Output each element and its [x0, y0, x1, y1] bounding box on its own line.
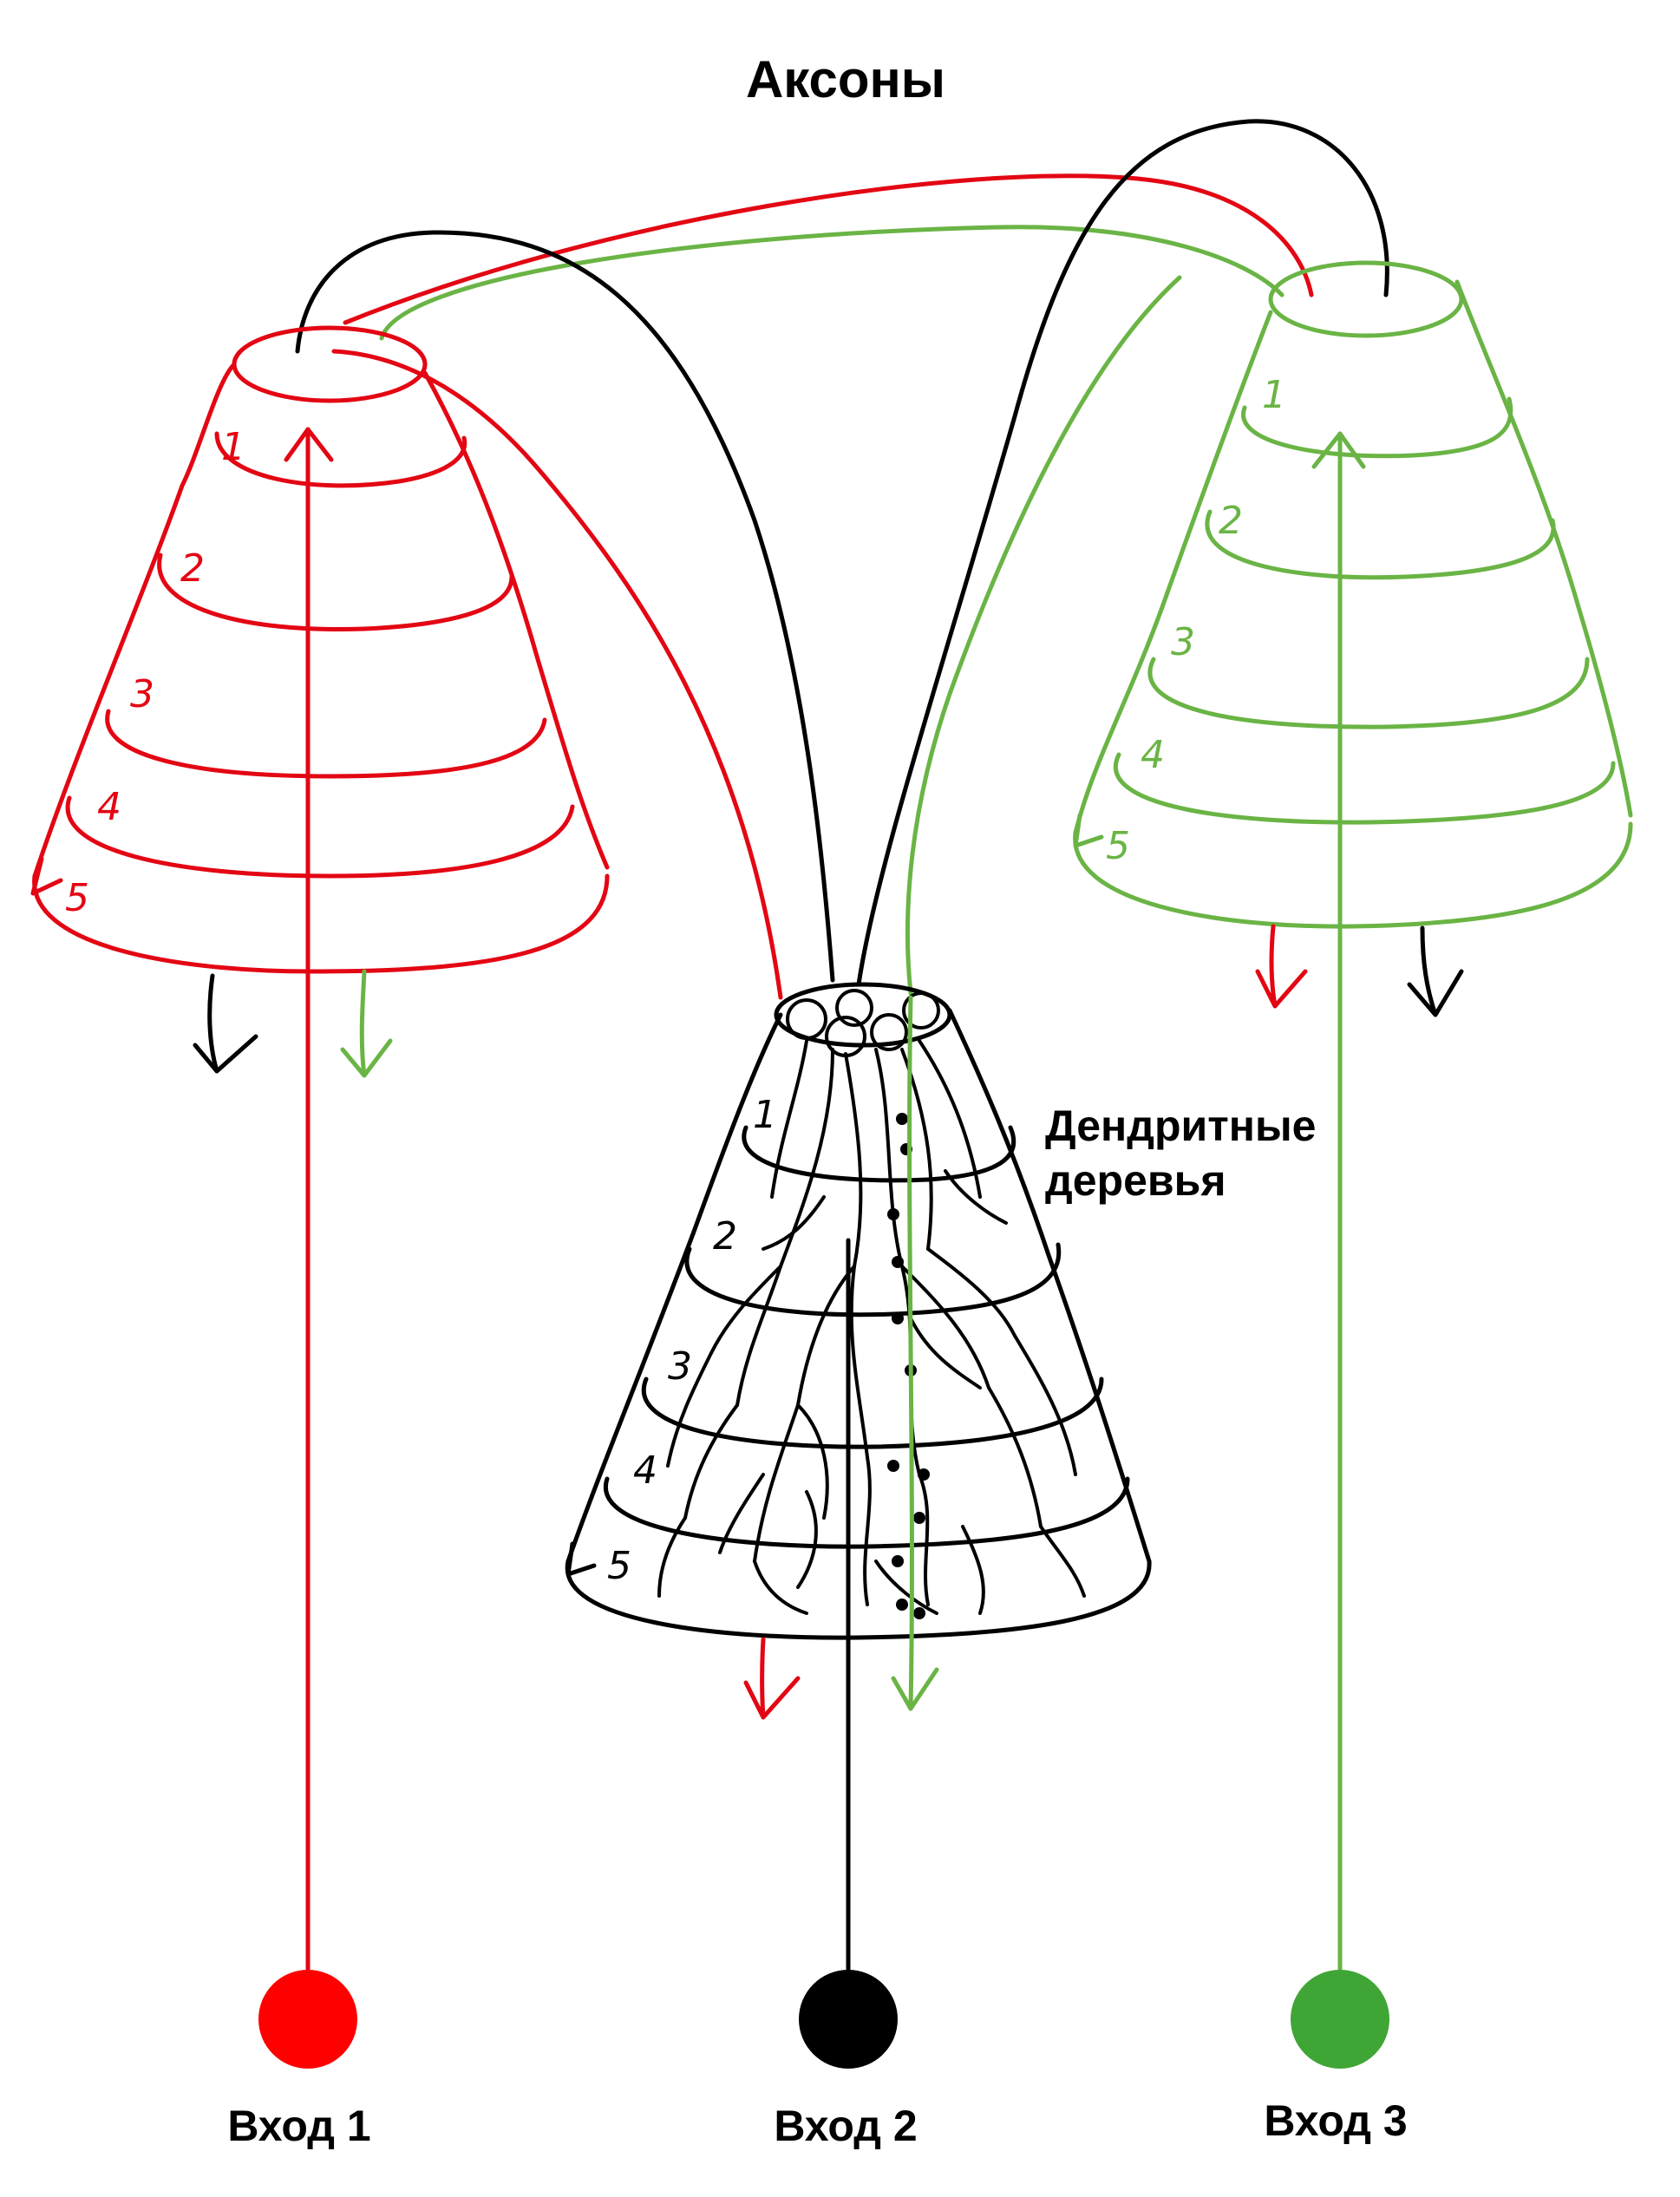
left-layer-3: 3 [130, 672, 154, 716]
input-3: Вход 3 [1264, 1970, 1408, 2145]
right-layer-2: 2 [1219, 499, 1243, 543]
left-cone-outline [32, 362, 610, 879]
input-1-label: Вход 1 [227, 2102, 370, 2150]
dendrite-label-line1: Дендритные [1045, 1102, 1316, 1150]
black-axon-right [856, 119, 1389, 987]
right-cone-green: 1 2 3 4 5 [1073, 260, 1633, 929]
right-cone-top [1268, 260, 1464, 338]
right-layer-3: 3 [1171, 620, 1195, 664]
center-cone-ring-3 [641, 1376, 1104, 1449]
right-layer-4: 4 [1141, 733, 1165, 777]
diagram-title: Аксоны [746, 50, 945, 108]
left-cone-red: 1 2 3 4 5 [30, 325, 610, 974]
right-layer-5: 5 [1106, 824, 1130, 868]
left-cone-ring-1 [214, 431, 467, 488]
center-layer-3: 3 [668, 1344, 692, 1389]
soma-5 [902, 991, 940, 1030]
input-2-dot [799, 1970, 898, 2069]
right-cone-edge-arrow [1073, 813, 1104, 848]
input-1: Вход 1 [227, 1970, 371, 2150]
dendritic-branches [657, 1039, 1086, 1615]
soma-3 [835, 989, 873, 1027]
left-cone-edge-arrow [30, 856, 63, 896]
left-out-green-arrow [340, 969, 393, 1078]
left-cone-top [232, 325, 428, 403]
right-cone-ring-2 [1205, 509, 1556, 580]
center-layer-4: 4 [633, 1448, 657, 1493]
input-1-dot [258, 1970, 357, 2069]
dendrite-label-line2: деревья [1045, 1156, 1226, 1205]
red-axon-top [343, 173, 1314, 325]
input-lines [284, 427, 1366, 1971]
center-out-green-arrow [891, 995, 939, 1711]
right-out-red-arrow [1255, 924, 1308, 1009]
right-out-black-arrow [1407, 925, 1464, 1017]
left-cone-ring-2 [157, 553, 514, 632]
left-out-black-arrow [193, 973, 258, 1074]
center-layer-1: 1 [753, 1093, 777, 1137]
left-layer-4: 4 [97, 785, 121, 829]
center-cone-edge-arrow [565, 1541, 597, 1577]
green-axon-center [905, 275, 1182, 996]
center-layer-5: 5 [607, 1544, 631, 1588]
center-out-red-arrow [743, 1637, 801, 1720]
input-2: Вход 2 [774, 1970, 918, 2150]
left-layer-2: 2 [180, 546, 205, 591]
center-cone-ring-5 [565, 1559, 1152, 1640]
green-input-arrowhead [1311, 431, 1366, 469]
left-layer-5: 5 [65, 876, 89, 920]
green-axon-top [379, 225, 1285, 341]
center-layer-2: 2 [713, 1214, 737, 1259]
input-3-label: Вход 3 [1264, 2096, 1407, 2145]
soma-4 [870, 1013, 908, 1051]
soma-1 [786, 998, 827, 1040]
left-cone-ring-3 [105, 709, 547, 779]
left-cone-ring-5 [32, 873, 610, 974]
center-cone-black: 1 2 3 4 5 [565, 982, 1152, 1640]
left-layer-1: 1 [221, 425, 245, 469]
red-axon-center [331, 349, 783, 1000]
right-cone-ring-3 [1147, 657, 1590, 729]
input-2-label: Вход 2 [774, 2102, 917, 2150]
input-3-dot [1291, 1970, 1389, 2069]
right-layer-1: 1 [1262, 373, 1286, 417]
output-arrows [193, 924, 1464, 1720]
right-cone-ring-4 [1114, 752, 1616, 825]
center-cone-ring-2 [684, 1242, 1062, 1318]
left-cone-ring-4 [65, 795, 575, 879]
right-cone-ring-1 [1241, 396, 1513, 459]
right-cone-outline [1073, 279, 1633, 835]
black-axon-left [295, 230, 835, 983]
right-cone-ring-5 [1073, 821, 1633, 929]
red-input-arrowhead [284, 427, 334, 462]
